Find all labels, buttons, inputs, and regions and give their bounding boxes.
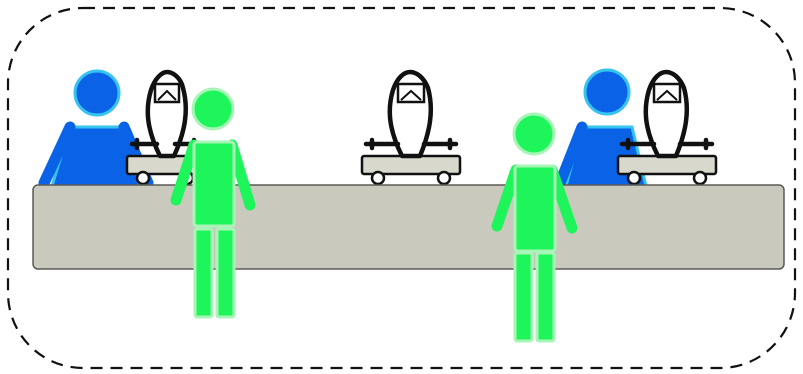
scale-middle	[362, 72, 460, 184]
counter	[33, 185, 784, 269]
